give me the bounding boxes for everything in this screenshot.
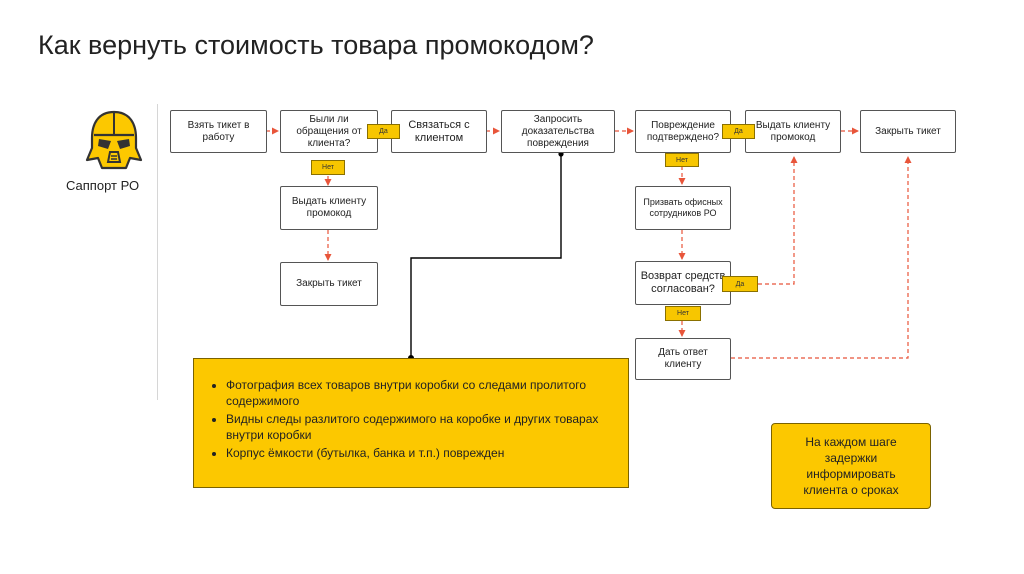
step-refund-approved: Возврат средств согласован? xyxy=(635,261,731,305)
evidence-item: Фотография всех товаров внутри коробки с… xyxy=(226,377,612,409)
delay-note: На каждом шаге задержки информировать кл… xyxy=(771,423,931,509)
step-contact-client: Связаться с клиентом xyxy=(391,110,487,153)
arrow-reply-to-close xyxy=(731,156,912,359)
step-give-promo-left: Выдать клиенту промокод xyxy=(280,186,378,230)
tag-yes-refund: Да xyxy=(722,276,758,292)
arrow-refund-yes-to-promo xyxy=(758,156,798,285)
page-title: Как вернуть стоимость товара промокодом? xyxy=(38,30,594,60)
tag-no-previous: Нет xyxy=(311,160,345,175)
step-give-promo-top: Выдать клиенту промокод xyxy=(745,110,841,153)
evidence-panel: Фотография всех товаров внутри коробки с… xyxy=(193,358,629,488)
tag-no-refund: Нет xyxy=(665,306,701,321)
darth-vader-helmet-icon xyxy=(85,110,143,170)
actor-label: Саппорт РО xyxy=(66,178,140,193)
swimlane-divider xyxy=(157,104,158,400)
step-reply-client: Дать ответ клиенту xyxy=(635,338,731,380)
step-close-ticket-left: Закрыть тикет xyxy=(280,262,378,306)
step-previous-requests: Были ли обращения от клиента? xyxy=(280,110,378,153)
step-request-proof: Запросить доказательства повреждения xyxy=(501,110,615,153)
evidence-item: Корпус ёмкости (бутылка, банка и т.п.) п… xyxy=(226,445,612,461)
evidence-item: Видны следы разлитого содержимого на кор… xyxy=(226,411,612,443)
tag-yes-previous: Да xyxy=(367,124,400,139)
connector-request-to-evidence xyxy=(410,153,562,358)
tag-yes-damage: Да xyxy=(722,124,755,139)
step-call-office-staff: Призвать офисных сотрудников РО xyxy=(635,186,731,230)
step-damage-confirmed: Повреждение подтверждено? xyxy=(635,110,731,153)
step-close-ticket-top: Закрыть тикет xyxy=(860,110,956,153)
step-take-ticket: Взять тикет в работу xyxy=(170,110,267,153)
tag-no-damage: Нет xyxy=(665,153,699,167)
evidence-list: Фотография всех товаров внутри коробки с… xyxy=(206,377,612,461)
